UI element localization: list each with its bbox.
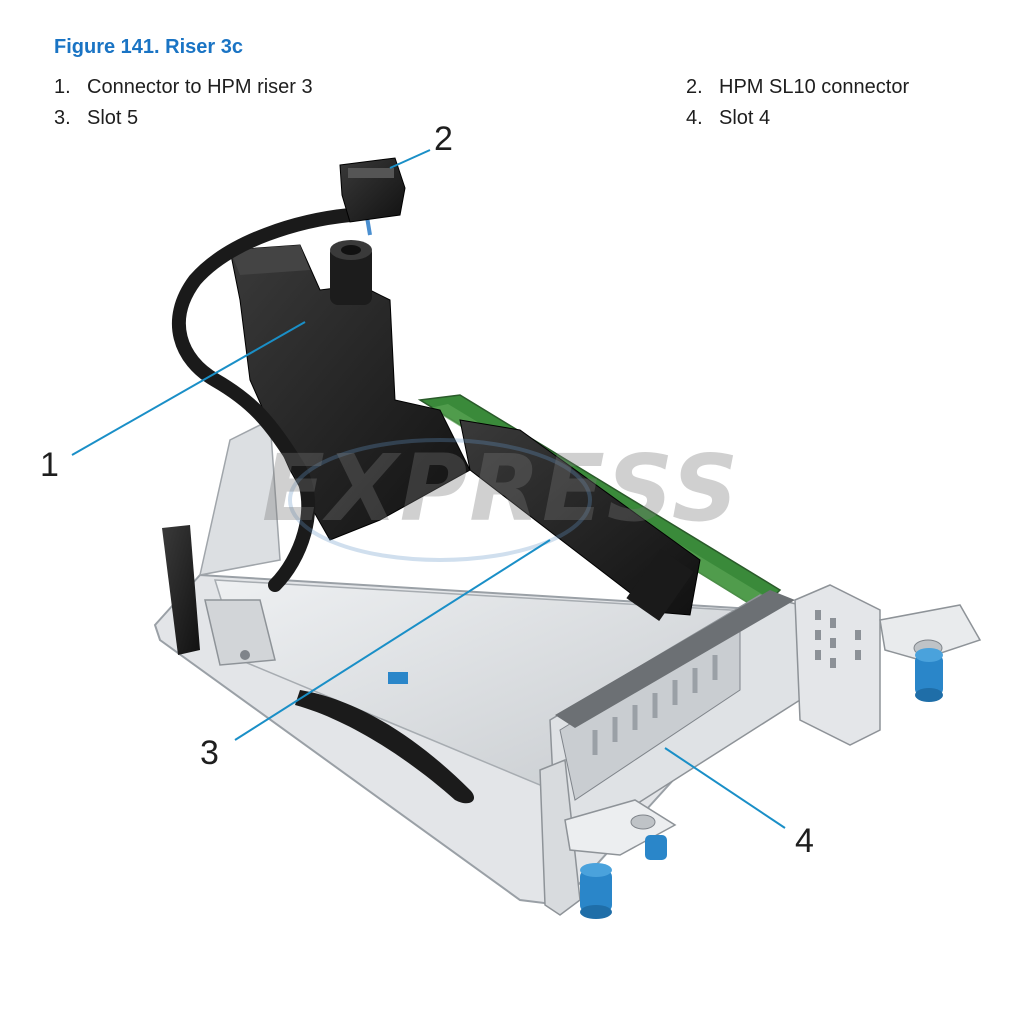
release-lever (295, 672, 475, 804)
callout-3: 3 (200, 734, 219, 772)
legend-number: 3. (54, 107, 71, 129)
legend-item-4: 4. Slot 4 (686, 107, 770, 130)
legend-label: Connector to HPM riser 3 (87, 76, 313, 98)
left-latch (162, 525, 276, 666)
callout-3-leader (234, 539, 551, 741)
legend-number: 2. (686, 76, 703, 98)
hpm-sl10-connector (339, 157, 406, 223)
watermark: EXPRESS (262, 435, 740, 562)
legend-number: 1. (54, 76, 71, 98)
figure-title: Figure 141. Riser 3c (54, 36, 243, 58)
legend-label: HPM SL10 connector (719, 76, 910, 98)
legend-item-3: 3. Slot 5 (54, 107, 138, 130)
front-thumbscrew-icon (580, 863, 612, 919)
riser-illustration: EXPRESS 1 2 3 4 (40, 120, 982, 919)
callout-1-leader (71, 321, 306, 456)
callout-4: 4 (795, 822, 814, 860)
right-bracket (794, 584, 982, 746)
callout-2-leader (389, 149, 431, 169)
legend-item-1: 1. Connector to HPM riser 3 (54, 76, 313, 99)
callout-4-leader (664, 747, 786, 829)
legend-item-2: 2. HPM SL10 connector (686, 76, 909, 99)
front-bracket (539, 758, 677, 916)
watermark-text: EXPRESS (262, 435, 740, 542)
slot-4-bracket (549, 590, 801, 841)
right-thumbscrew-icon (915, 648, 943, 702)
callout-2: 2 (434, 120, 453, 158)
legend-number: 4. (686, 107, 703, 129)
legend-label: Slot 5 (87, 107, 139, 129)
legend-label: Slot 4 (719, 107, 771, 129)
callout-1: 1 (40, 446, 59, 484)
